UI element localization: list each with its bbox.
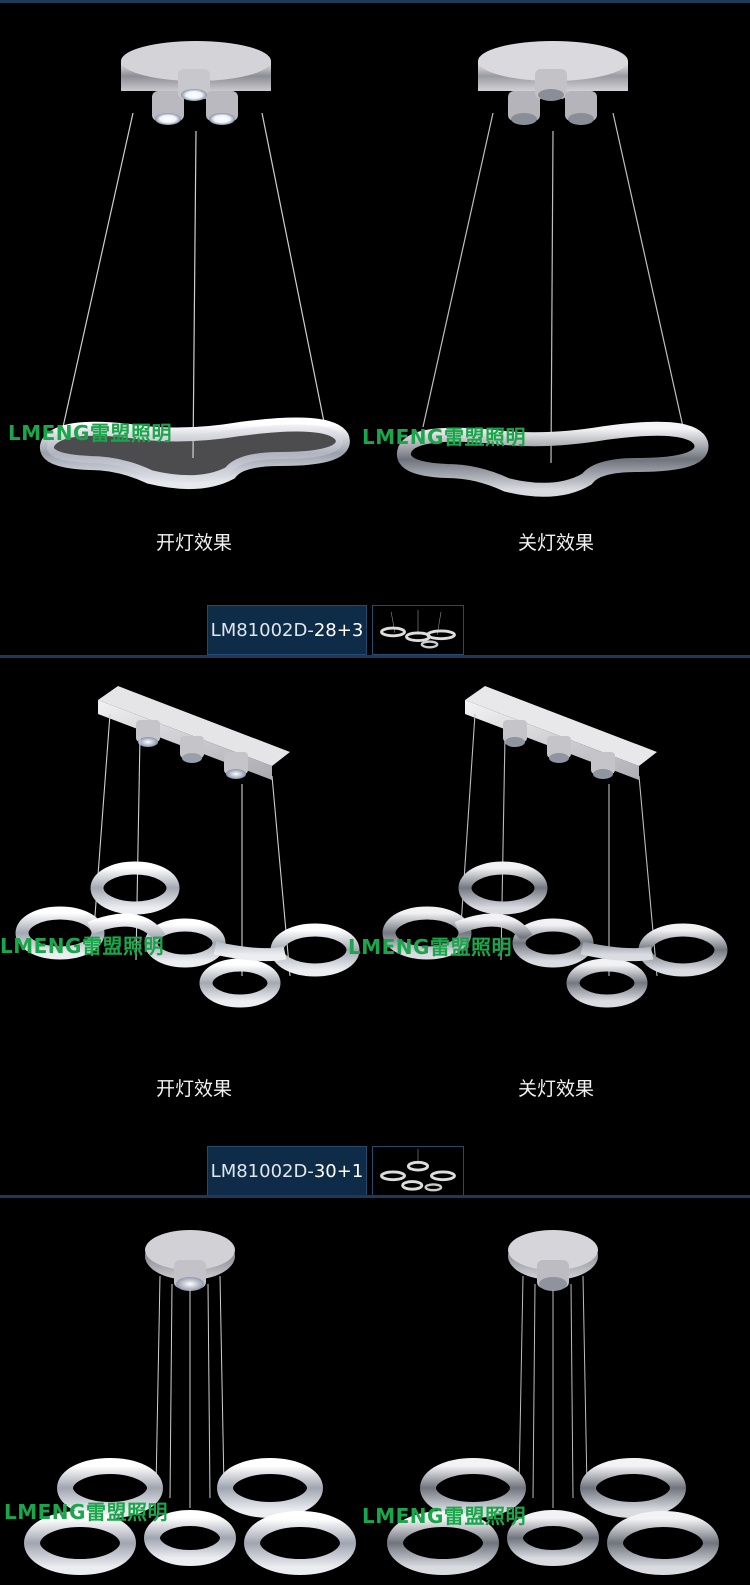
light-on-caption: 开灯效果: [155, 532, 232, 554]
model-thumbnail[interactable]: [372, 605, 464, 655]
pendant-light-off-photo: [382, 686, 728, 1008]
section-divider: [0, 1195, 750, 1198]
model-prefix: LM81002D-: [210, 619, 314, 641]
section-divider: [0, 0, 750, 3]
product-section-1: LMENG雷盟照明 LMENG雷盟照明 开灯效果 关灯效果 LM810: [0, 3, 750, 655]
light-off-caption: 关灯效果: [517, 532, 594, 554]
product-section-3: LMENG雷盟照明 LMENG雷盟照明: [0, 1198, 750, 1585]
model-number-label: LM81002D-28+3: [207, 605, 367, 655]
brand-watermark: LMENG雷盟照明: [362, 425, 526, 449]
pendant-light-on-photo: [24, 1230, 356, 1575]
model-suffix: 30+1: [313, 1160, 364, 1182]
light-off-caption: 关灯效果: [517, 1078, 594, 1100]
section-divider: [0, 655, 750, 658]
model-prefix: LM81002D-: [210, 1160, 314, 1182]
pendant-light-off-photo: [397, 41, 709, 497]
product-section-2: LMENG雷盟照明 LMENG雷盟照明: [0, 658, 750, 1195]
pendant-light-off-photo: [387, 1230, 719, 1575]
brand-watermark: LMENG雷盟照明: [0, 934, 164, 958]
brand-watermark: LMENG雷盟照明: [348, 935, 512, 959]
brand-watermark: LMENG雷盟照明: [4, 1500, 168, 1524]
brand-watermark: LMENG雷盟照明: [362, 1504, 526, 1528]
light-on-caption: 开灯效果: [155, 1078, 232, 1100]
model-suffix: 28+3: [313, 619, 364, 641]
pendant-light-on-photo: [40, 41, 350, 490]
pendant-light-on-photo: [15, 686, 360, 1008]
model-thumbnail[interactable]: [372, 1146, 464, 1195]
model-number-label: LM81002D-30+1: [207, 1146, 367, 1195]
brand-watermark: LMENG雷盟照明: [8, 421, 172, 445]
